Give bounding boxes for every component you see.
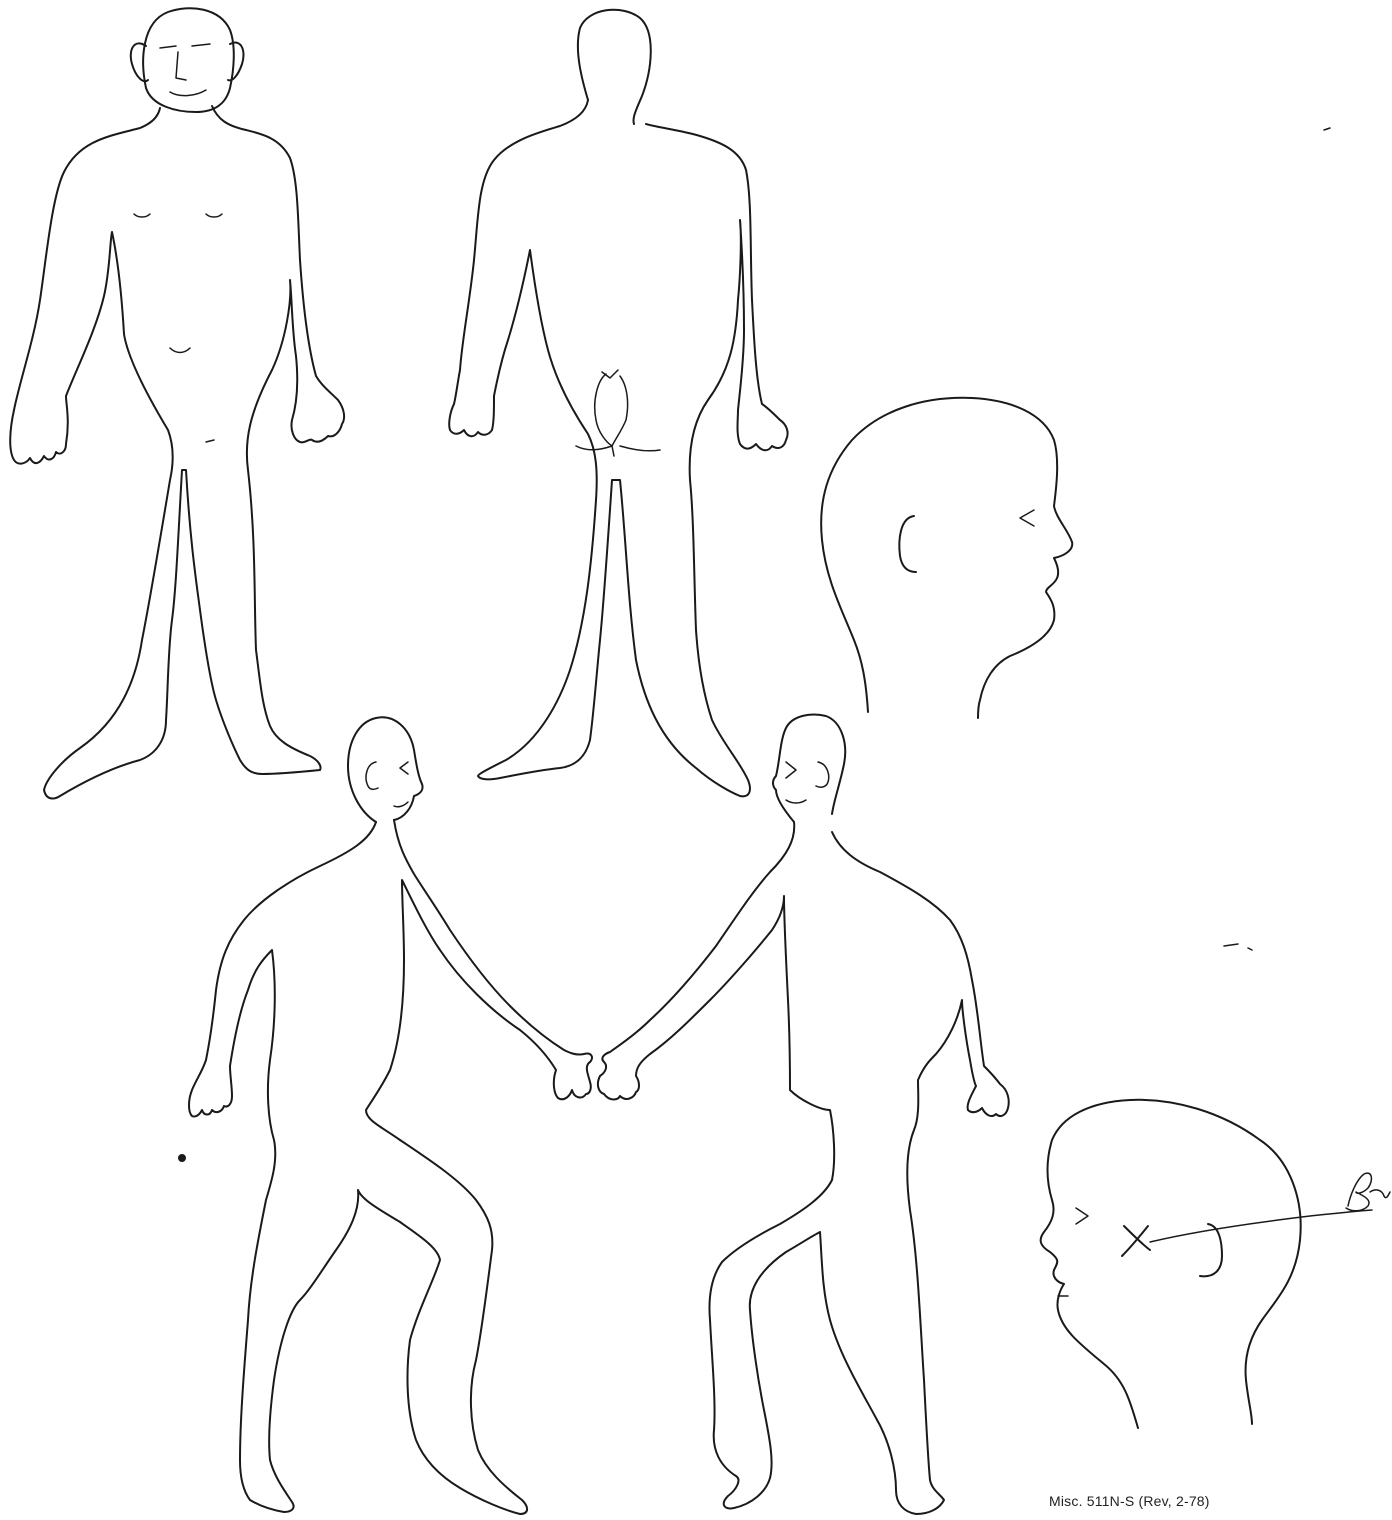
left-side-body-outline — [189, 820, 592, 1514]
back-buttocks-cleft — [576, 370, 660, 456]
right-side-mouth — [786, 800, 806, 803]
left-side-mouth — [394, 802, 408, 807]
back-head-outline — [578, 10, 651, 124]
left-side-head-outline — [348, 717, 423, 822]
pointer-line — [1150, 1210, 1372, 1242]
head-right-profile-view — [821, 398, 1072, 718]
front-right-nipple — [206, 214, 222, 217]
head-right-profile-ear — [899, 516, 916, 572]
back-body-outline — [449, 100, 787, 796]
head-left-profile-outline — [1041, 1100, 1301, 1428]
body-right-side-view — [598, 715, 1009, 1515]
front-left-nipple — [134, 214, 150, 217]
left-side-eye — [400, 762, 408, 774]
form-number-label: Misc. 511N-S (Rev, 2-78) — [1049, 1493, 1210, 1509]
front-right-ear — [228, 43, 244, 81]
scan-noise — [179, 128, 1330, 1161]
body-left-side-view — [189, 717, 592, 1514]
front-head-outline — [143, 8, 234, 112]
right-side-eye — [786, 762, 796, 778]
head-right-profile-eye — [1020, 510, 1034, 526]
front-groin-mark — [206, 440, 214, 442]
front-navel — [170, 348, 190, 353]
front-face-features — [160, 44, 210, 96]
head-left-profile-eye — [1076, 1208, 1088, 1224]
initials-signature — [1346, 1173, 1390, 1211]
body-front-view — [10, 8, 344, 798]
head-left-profile-view — [1041, 1100, 1390, 1428]
left-side-ear — [366, 762, 378, 789]
x-mark-on-head-profile — [1122, 1226, 1150, 1256]
body-back-view — [449, 10, 787, 797]
right-side-ear — [816, 762, 829, 787]
front-left-ear — [131, 43, 148, 81]
right-side-body-outline — [598, 822, 1009, 1514]
scan-speck — [1224, 944, 1252, 950]
head-right-profile-outline — [821, 398, 1072, 718]
scan-speck — [179, 1155, 185, 1161]
scan-speck — [1324, 128, 1330, 130]
right-side-head-outline — [773, 715, 845, 823]
front-body-outline — [10, 106, 344, 798]
